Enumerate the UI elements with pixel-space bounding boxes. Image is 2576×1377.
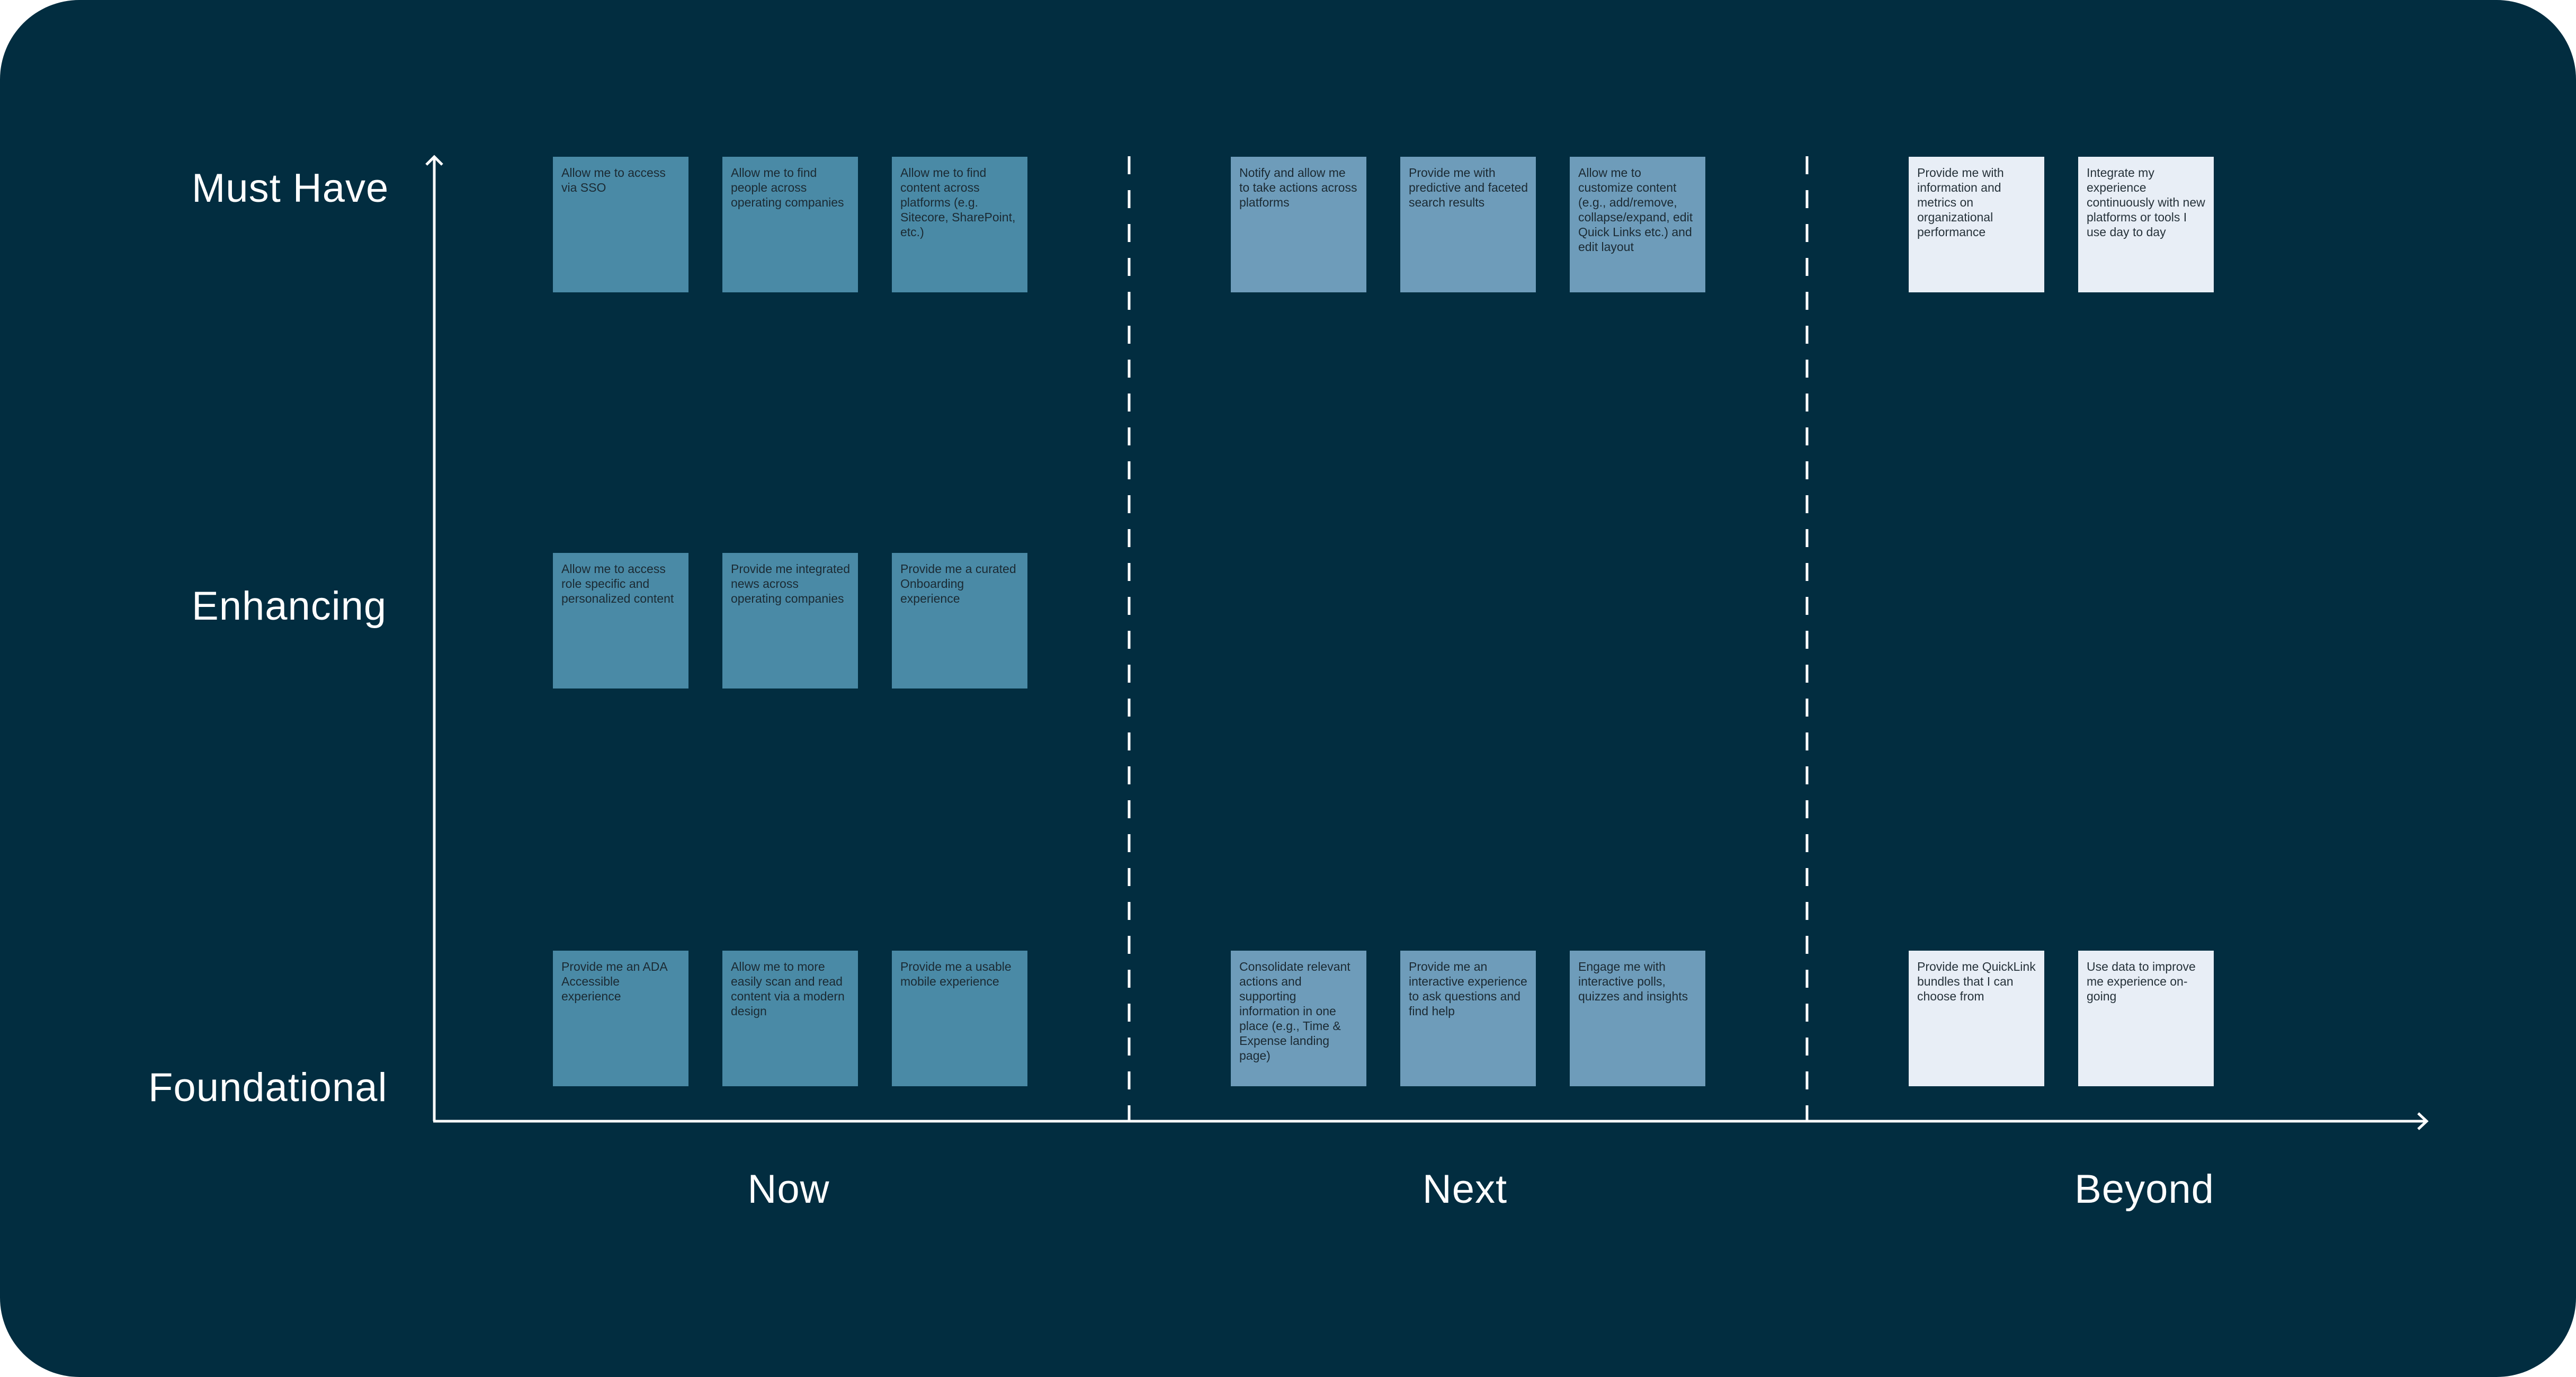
row-label-foundational: Foundational bbox=[148, 1065, 388, 1110]
row-label-enhancing: Enhancing bbox=[192, 584, 387, 629]
sticky-note: Notify and allow me to take actions acro… bbox=[1231, 157, 1366, 292]
sticky-note: Allow me to find content across platform… bbox=[892, 157, 1027, 292]
y-axis-arrow-icon bbox=[425, 155, 443, 166]
sticky-note: Provide me a curated Onboarding experien… bbox=[892, 553, 1027, 688]
sticky-note: Provide me an interactive experience to … bbox=[1400, 951, 1536, 1086]
sticky-note: Provide me with information and metrics … bbox=[1909, 157, 2044, 292]
row-label-must-have: Must Have bbox=[192, 166, 389, 211]
sticky-note: Provide me QuickLink bundles that I can … bbox=[1909, 951, 2044, 1086]
sticky-note: Allow me to access via SSO bbox=[553, 157, 688, 292]
sticky-note: Provide me a usable mobile experience bbox=[892, 951, 1027, 1086]
sticky-note: Use data to improve me experience on-goi… bbox=[2078, 951, 2214, 1086]
sticky-note: Allow me to more easily scan and read co… bbox=[722, 951, 858, 1086]
sticky-note: Allow me to customize content (e.g., add… bbox=[1570, 157, 1705, 292]
column-label-next: Next bbox=[1422, 1167, 1508, 1212]
sticky-note: Allow me to find people across operating… bbox=[722, 157, 858, 292]
sticky-note: Allow me to access role specific and per… bbox=[553, 553, 688, 688]
sticky-note: Engage me with interactive polls, quizze… bbox=[1570, 951, 1705, 1086]
sticky-note: Integrate my experience continuously wit… bbox=[2078, 157, 2214, 292]
column-label-beyond: Beyond bbox=[2074, 1167, 2214, 1212]
sticky-note: Provide me integrated news across operat… bbox=[722, 553, 858, 688]
sticky-note: Provide me with predictive and faceted s… bbox=[1400, 157, 1536, 292]
sticky-note: Consolidate relevant actions and support… bbox=[1231, 951, 1366, 1086]
sticky-note: Provide me an ADA Accessible experience bbox=[553, 951, 688, 1086]
x-axis-arrow-icon bbox=[2417, 1112, 2429, 1130]
column-label-now: Now bbox=[747, 1167, 830, 1212]
